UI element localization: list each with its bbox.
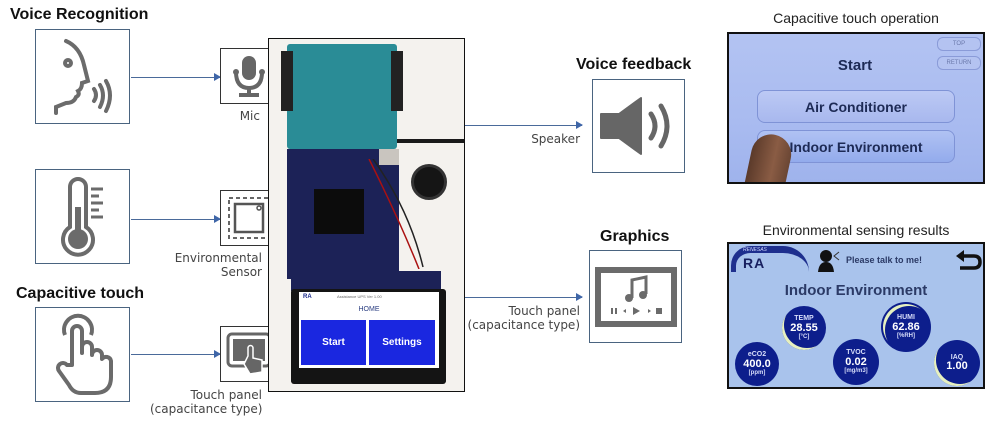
touch-panel-label-line1: Touch panel <box>190 388 262 402</box>
speaker-component <box>411 164 447 200</box>
gauge-temp-unit: [°C] <box>798 334 810 341</box>
talking-person-icon <box>818 250 840 272</box>
environment-box <box>35 169 130 264</box>
touch-panel-label: Touch panel (capacitance type) <box>150 388 262 416</box>
env-screen-caption: Environmental sensing results <box>762 222 950 238</box>
env-to-sensor-arrow <box>131 215 221 223</box>
gauge-iaq: IAQ 1.00 <box>934 340 980 386</box>
touch-screen-photo: TOP RETURN Start Air Conditioner Indoor … <box>727 32 985 184</box>
lcd-header: Assistance UPS Ver 1.00 <box>337 294 382 299</box>
lcd-brand: RA <box>303 294 312 300</box>
voice-feedback-box <box>592 79 685 173</box>
gauge-humi-name: HUMI <box>897 314 915 322</box>
touch-box <box>35 307 130 402</box>
microphone-icon <box>233 56 265 97</box>
return-button[interactable]: RETURN <box>937 56 981 70</box>
speaker-wire <box>368 159 424 269</box>
graphics-device-label-line1: Touch panel <box>508 304 580 318</box>
media-player-icon <box>594 266 677 327</box>
touch-screen-caption: Capacitive touch operation <box>773 10 939 26</box>
graphics-box <box>589 250 682 343</box>
capacitive-touch-title: Capacitive touch <box>16 285 145 302</box>
gauge-tvoc-unit: [mg/m3] <box>844 368 868 375</box>
gauge-iaq-value: 1.00 <box>946 359 968 372</box>
air-conditioner-button[interactable]: Air Conditioner <box>757 90 955 123</box>
gauge-eco2-name: eCO2 <box>747 351 767 359</box>
lcd-start-button[interactable]: Start <box>301 320 366 365</box>
env-heading: Indoor Environment <box>784 282 928 299</box>
gauge-humi: HUMI 62.86 [%RH] <box>883 304 929 350</box>
top-button[interactable]: TOP <box>937 37 981 51</box>
voice-recognition-box <box>35 29 130 124</box>
sensor-chip-icon <box>228 197 270 239</box>
env-screen-photo: RENESAS RA Please talk to me! Indoor Env… <box>727 242 985 389</box>
usb-cable <box>397 139 464 143</box>
usb-connector <box>379 149 399 165</box>
graphics-title: Graphics <box>600 228 670 245</box>
back-arrow-icon[interactable] <box>954 250 982 272</box>
gauge-humi-value: 62.86 <box>892 320 920 333</box>
lcd-board-top <box>291 271 441 291</box>
board-to-graphics-arrow <box>465 293 583 301</box>
touch-to-panel-arrow <box>131 350 221 358</box>
gauge-tvoc-name: TVOC <box>846 349 866 357</box>
mic-label: Mic <box>239 109 260 123</box>
shield-header-right <box>391 51 403 111</box>
lcd-module: RA Assistance UPS Ver 1.00 HOME Start Se… <box>291 289 446 384</box>
lcd-settings-button[interactable]: Settings <box>369 320 435 365</box>
sensor-label-line2: Sensor <box>220 265 262 279</box>
board-photo: RA Assistance UPS Ver 1.00 HOME Start Se… <box>268 38 465 392</box>
renesas-brand: RENESAS <box>743 247 767 253</box>
gauge-temp-value: 28.55 <box>790 321 818 334</box>
renesas-logo-arc <box>731 246 809 272</box>
touch-panel-label-line2: (capacitance type) <box>150 402 263 416</box>
gauge-tvoc-value: 0.02 <box>845 355 867 368</box>
graphics-device-label-line2: (capacitance type) <box>467 318 580 332</box>
gauge-tvoc: TVOC 0.02 [mg/m3] <box>833 339 879 385</box>
speaker-icon <box>599 97 669 155</box>
voice-feedback-title: Voice feedback <box>576 56 692 73</box>
gauge-eco2-unit: [ppm] <box>748 370 766 377</box>
touch-panel-icon <box>226 332 272 375</box>
ra-brand: RA <box>743 255 766 271</box>
gauge-humi-unit: [%RH] <box>897 333 915 340</box>
speaking-head-icon <box>53 38 112 115</box>
sensor-label-line1: Environmental <box>174 251 262 265</box>
talk-prompt: Please talk to me! <box>846 255 923 265</box>
voice-to-mic-arrow <box>131 73 221 81</box>
thermometer-icon <box>60 176 103 257</box>
gauge-eco2-value: 400.0 <box>743 357 771 370</box>
gauge-eco2: eCO2 400.0 [ppm] <box>735 342 779 386</box>
lcd-title: HOME <box>358 306 380 313</box>
lcd-screen: RA Assistance UPS Ver 1.00 HOME Start Se… <box>299 292 439 368</box>
gauge-iaq-name: IAQ <box>950 353 964 361</box>
touch-finger-icon <box>55 313 113 395</box>
shield-header-left <box>281 51 293 111</box>
gauge-temp: TEMP 28.55 [°C] <box>782 306 826 350</box>
board-to-speaker-arrow <box>465 121 583 129</box>
touch-screen-heading: Start <box>837 57 873 74</box>
sensor-label: Environmental Sensor <box>150 251 262 279</box>
gauge-temp-name: TEMP <box>794 315 814 323</box>
mcu-chip <box>314 189 364 234</box>
voice-recognition-title: Voice Recognition <box>10 6 149 23</box>
audio-shield <box>287 44 397 149</box>
speaker-label: Speaker <box>531 132 580 146</box>
graphics-device-label: Touch panel (capacitance type) <box>460 304 580 332</box>
